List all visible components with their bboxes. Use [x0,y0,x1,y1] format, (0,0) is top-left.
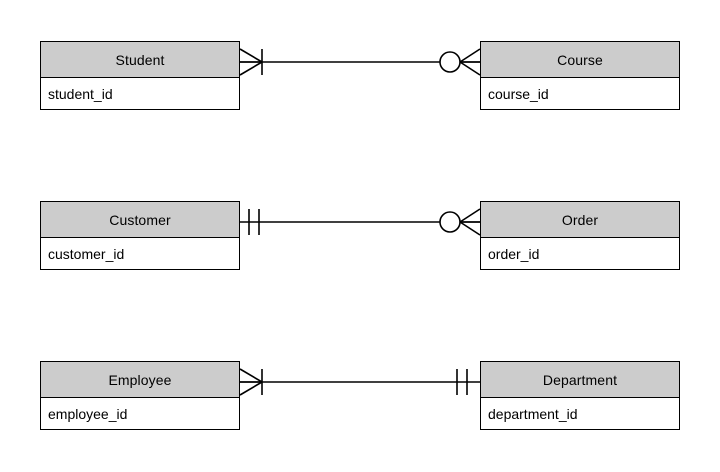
entity-attribute-customer-id: customer_id [41,238,239,269]
connector-student-course[interactable] [239,48,481,76]
entity-attribute-order-id: order_id [481,238,679,269]
crow-foot-icon-employee [239,368,263,396]
crow-foot-icon-course [459,48,481,76]
connector-customer-order[interactable] [240,208,481,236]
entity-box-customer[interactable]: Customer customer_id [40,201,240,270]
optional-circle-icon-course [439,51,461,73]
entity-title-student: Student [41,42,239,78]
entity-box-course[interactable]: Course course_id [480,41,680,110]
crow-foot-icon-student [239,48,263,76]
entity-attribute-employee-id: employee_id [41,398,239,429]
entity-attribute-course-id: course_id [481,78,679,109]
entity-box-employee[interactable]: Employee employee_id [40,361,240,430]
cardinality-double-bar-icon-department [456,369,468,395]
entity-box-department[interactable]: Department department_id [480,361,680,430]
crow-foot-icon-order [459,208,481,236]
entity-attribute-student-id: student_id [41,78,239,109]
entity-title-customer: Customer [41,202,239,238]
cardinality-double-bar-icon-customer [248,209,260,235]
entity-title-employee: Employee [41,362,239,398]
entity-title-course: Course [481,42,679,78]
optional-circle-icon-order [439,211,461,233]
entity-box-order[interactable]: Order order_id [480,201,680,270]
entity-attribute-department-id: department_id [481,398,679,429]
entity-title-order: Order [481,202,679,238]
entity-box-student[interactable]: Student student_id [40,41,240,110]
connector-employee-department[interactable] [239,368,480,396]
entity-title-department: Department [481,362,679,398]
